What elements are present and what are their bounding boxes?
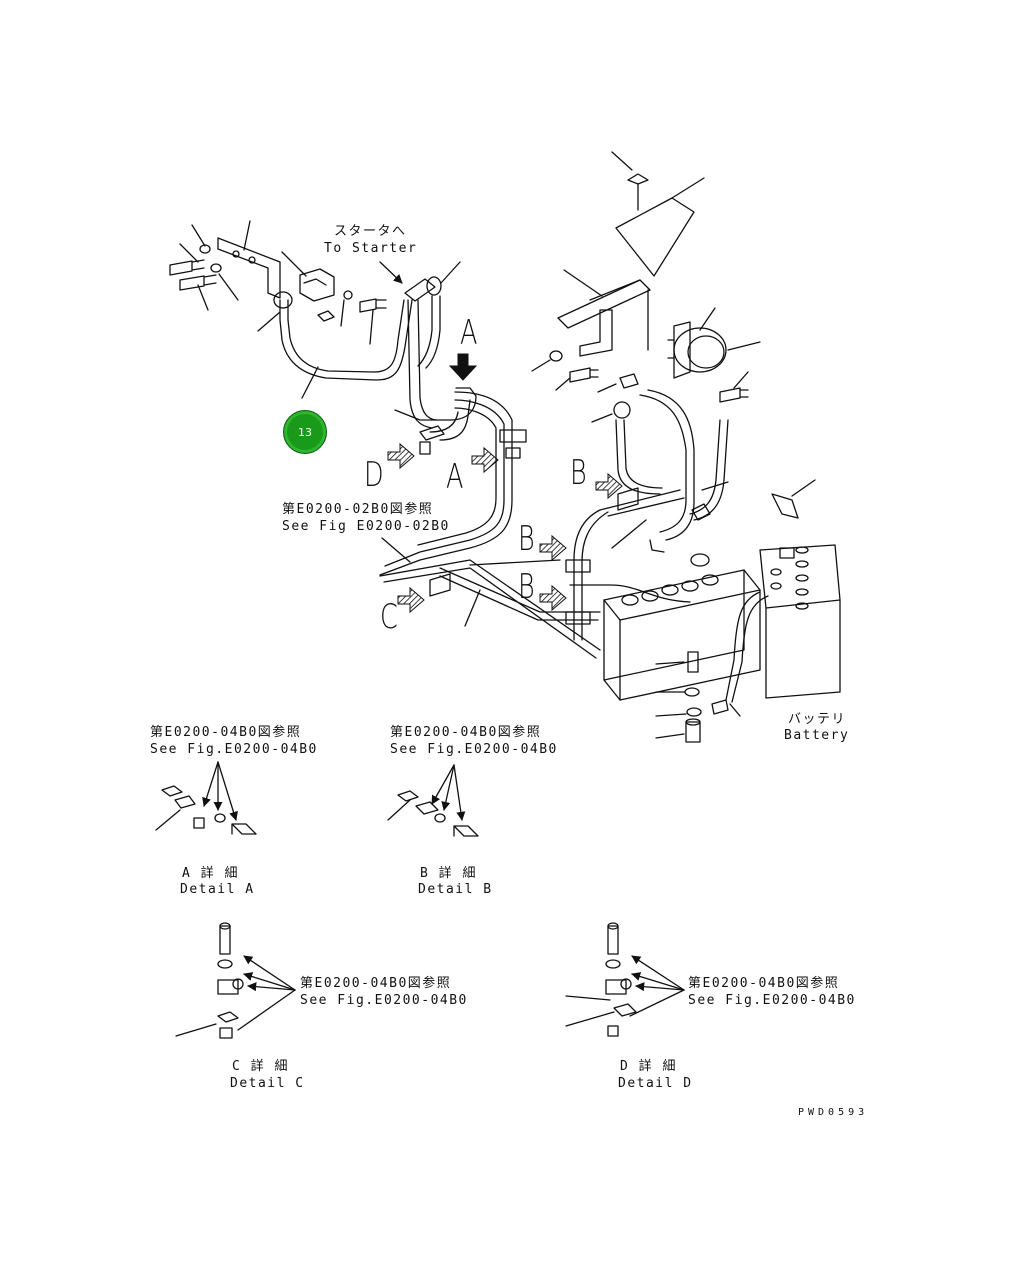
to-starter-jp-label: スタータへ [334,224,407,239]
starter-motor-assembly [531,151,761,423]
view-letter-c: C [380,597,398,637]
detail-a-ref-jp-label: 第E0200-04B0図参照 [150,725,302,740]
detail-b-jp-label: B 詳 細 [420,866,477,881]
view-letter-a-mid: A [446,457,464,497]
detail-d-ref-jp-label: 第E0200-04B0図参照 [688,976,840,991]
detail-b-en-label: Detail B [418,882,493,897]
detail-b-ref-en-label: See Fig.E0200-04B0 [390,742,558,757]
callout-badge[interactable]: 13 [283,410,327,454]
detail-b [387,764,479,837]
detail-d-ref-en-label: See Fig.E0200-04B0 [688,993,856,1008]
battery-harness [565,389,816,641]
view-letter-b-mid: B [518,519,535,559]
relay-bracket-assembly [169,220,387,345]
detail-a-jp-label: A 詳 細 [182,866,239,881]
see-fig-0200-02-jp-label: 第E0200-02B0図参照 [282,502,434,517]
view-letter-b-low: B [518,567,535,607]
detail-a-en-label: Detail A [180,882,255,897]
detail-c [175,922,296,1039]
detail-c-en-label: Detail C [230,1076,305,1091]
detail-d-jp-label: D 詳 細 [620,1059,677,1074]
batteries [603,544,841,743]
view-letter-d: D [364,455,384,495]
detail-b-ref-jp-label: 第E0200-04B0図参照 [390,725,542,740]
to-starter-en-label: To Starter [324,241,418,256]
detail-d-en-label: Detail D [618,1076,693,1091]
battery-en-label: Battery [784,728,850,743]
see-fig-0200-02-en-label: See Fig E0200-02B0 [282,519,450,534]
detail-c-jp-label: C 詳 細 [232,1059,289,1074]
battery-jp-label: バッテリ [788,712,847,727]
detail-a-ref-en-label: See Fig.E0200-04B0 [150,742,318,757]
starter-cables [257,261,461,429]
detail-d [565,922,685,1037]
detail-c-ref-jp-label: 第E0200-04B0図参照 [300,976,452,991]
view-letter-a-top: A [460,313,478,353]
main-harness [379,387,601,659]
view-letter-b-top: B [570,453,587,493]
view-arrows [387,353,623,614]
drawing-code: PWD0593 [798,1107,869,1118]
detail-a [155,761,257,835]
detail-c-ref-en-label: See Fig.E0200-04B0 [300,993,468,1008]
